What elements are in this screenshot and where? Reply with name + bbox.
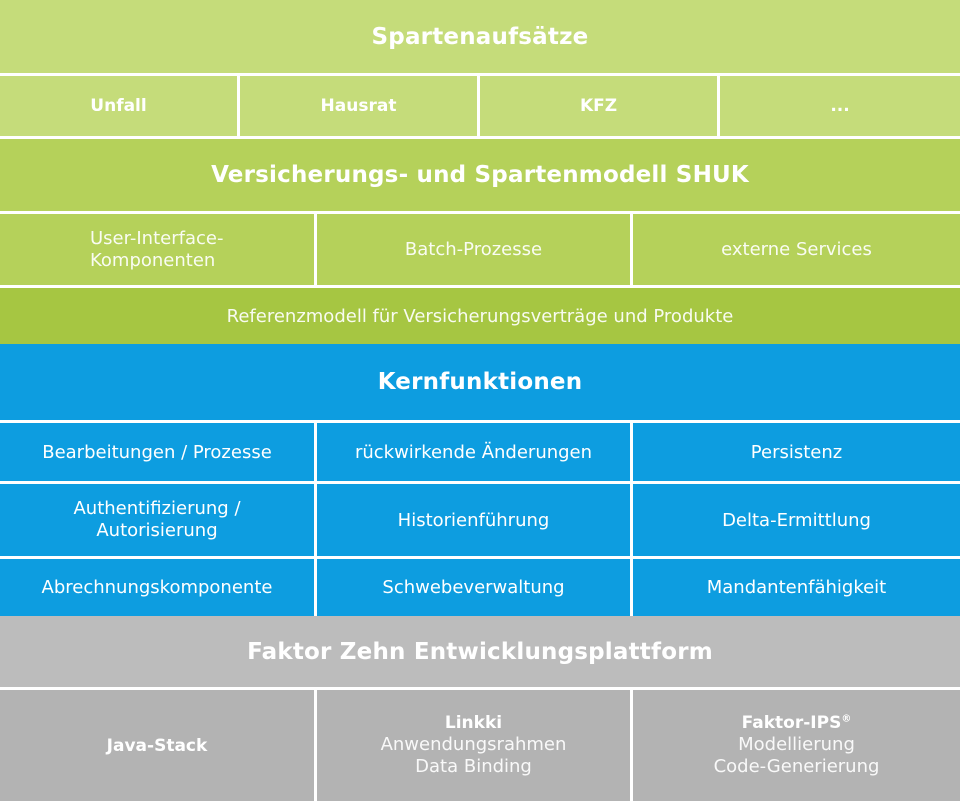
sparte-more: ... (830, 96, 850, 116)
kern-delta-ermittlung: Delta-Ermittlung (722, 509, 871, 531)
faktor-ips-heading: Faktor-IPS® (742, 713, 852, 734)
kern-authentifizierung: Authentifizierung / Autorisierung (0, 484, 317, 556)
shuk-header: Versicherungs- und Spartenmodell SHUK (0, 139, 960, 214)
java-stack: Java-Stack (0, 690, 317, 801)
kern-authentifizierung-line1: Authentifizierung / (73, 498, 241, 520)
kern-rueckwirkende-aenderungen: rückwirkende Änderungen (317, 423, 633, 481)
faktor-components-row: Java-Stack Linkki Anwendungsrahmen Data … (0, 690, 960, 801)
kern-schwebeverwaltung: Schwebeverwaltung (317, 559, 633, 616)
component-ui: User-Interface- Komponenten (0, 214, 317, 285)
sparten-header: Spartenaufsätze (0, 0, 960, 76)
reference-model: Referenzmodell für Versicherungsverträge… (226, 305, 734, 327)
kern-row-3: Abrechnungskomponente Schwebeverwaltung … (0, 559, 960, 616)
kern-mandantenfaehigkeit: Mandantenfähigkeit (706, 577, 887, 598)
component-ui-line1: User-Interface- (90, 227, 224, 249)
component-ui-line2: Komponenten (90, 249, 216, 271)
linkki-block: Linkki Anwendungsrahmen Data Binding (317, 690, 633, 801)
sparten-items-row: Unfall Hausrat KFZ ... (0, 76, 960, 136)
faktor-header: Faktor Zehn Entwicklungsplattform (0, 616, 960, 690)
linkki-title: Linkki (444, 713, 503, 734)
component-batch: Batch-Prozesse (317, 214, 633, 285)
kern-bearbeitungen: Bearbeitungen / Prozesse (0, 423, 317, 481)
kern-row-2: Authentifizierung / Autorisierung Histor… (0, 484, 960, 559)
shuk-components-row: User-Interface- Komponenten Batch-Prozes… (0, 214, 960, 288)
reference-model-row: Referenzmodell für Versicherungsverträge… (0, 288, 960, 344)
shuk-title: Versicherungs- und Spartenmodell SHUK (211, 162, 749, 188)
faktor-ips-title: Faktor-IPS (741, 713, 842, 734)
faktor-ips-block: Faktor-IPS® Modellierung Code-Generierun… (633, 690, 960, 801)
linkki-line1: Anwendungsrahmen (380, 733, 567, 755)
kern-authentifizierung-line2: Autorisierung (96, 520, 218, 541)
sparten-title: Spartenaufsätze (371, 23, 589, 50)
registered-mark: ® (841, 713, 852, 725)
kern-historienfuehrung: Historienführung (317, 484, 633, 556)
sparte-hausrat: Hausrat (240, 76, 480, 136)
faktor-ips-line1: Modellierung (738, 733, 855, 755)
kern-row-1: Bearbeitungen / Prozesse rückwirkende Än… (0, 423, 960, 484)
sparte-unfall: Unfall (0, 76, 240, 136)
linkki-line2: Data Binding (415, 755, 532, 777)
component-external-services: externe Services (721, 239, 872, 260)
kern-title: Kernfunktionen (377, 369, 583, 395)
kern-abrechnungskomponente: Abrechnungskomponente (0, 559, 317, 616)
kern-persistenz: Persistenz (750, 441, 843, 463)
kern-header: Kernfunktionen (0, 344, 960, 423)
sparte-kfz: KFZ (480, 76, 720, 136)
faktor-ips-line2: Code-Generierung (713, 755, 880, 777)
faktor-title: Faktor Zehn Entwicklungsplattform (247, 638, 713, 665)
